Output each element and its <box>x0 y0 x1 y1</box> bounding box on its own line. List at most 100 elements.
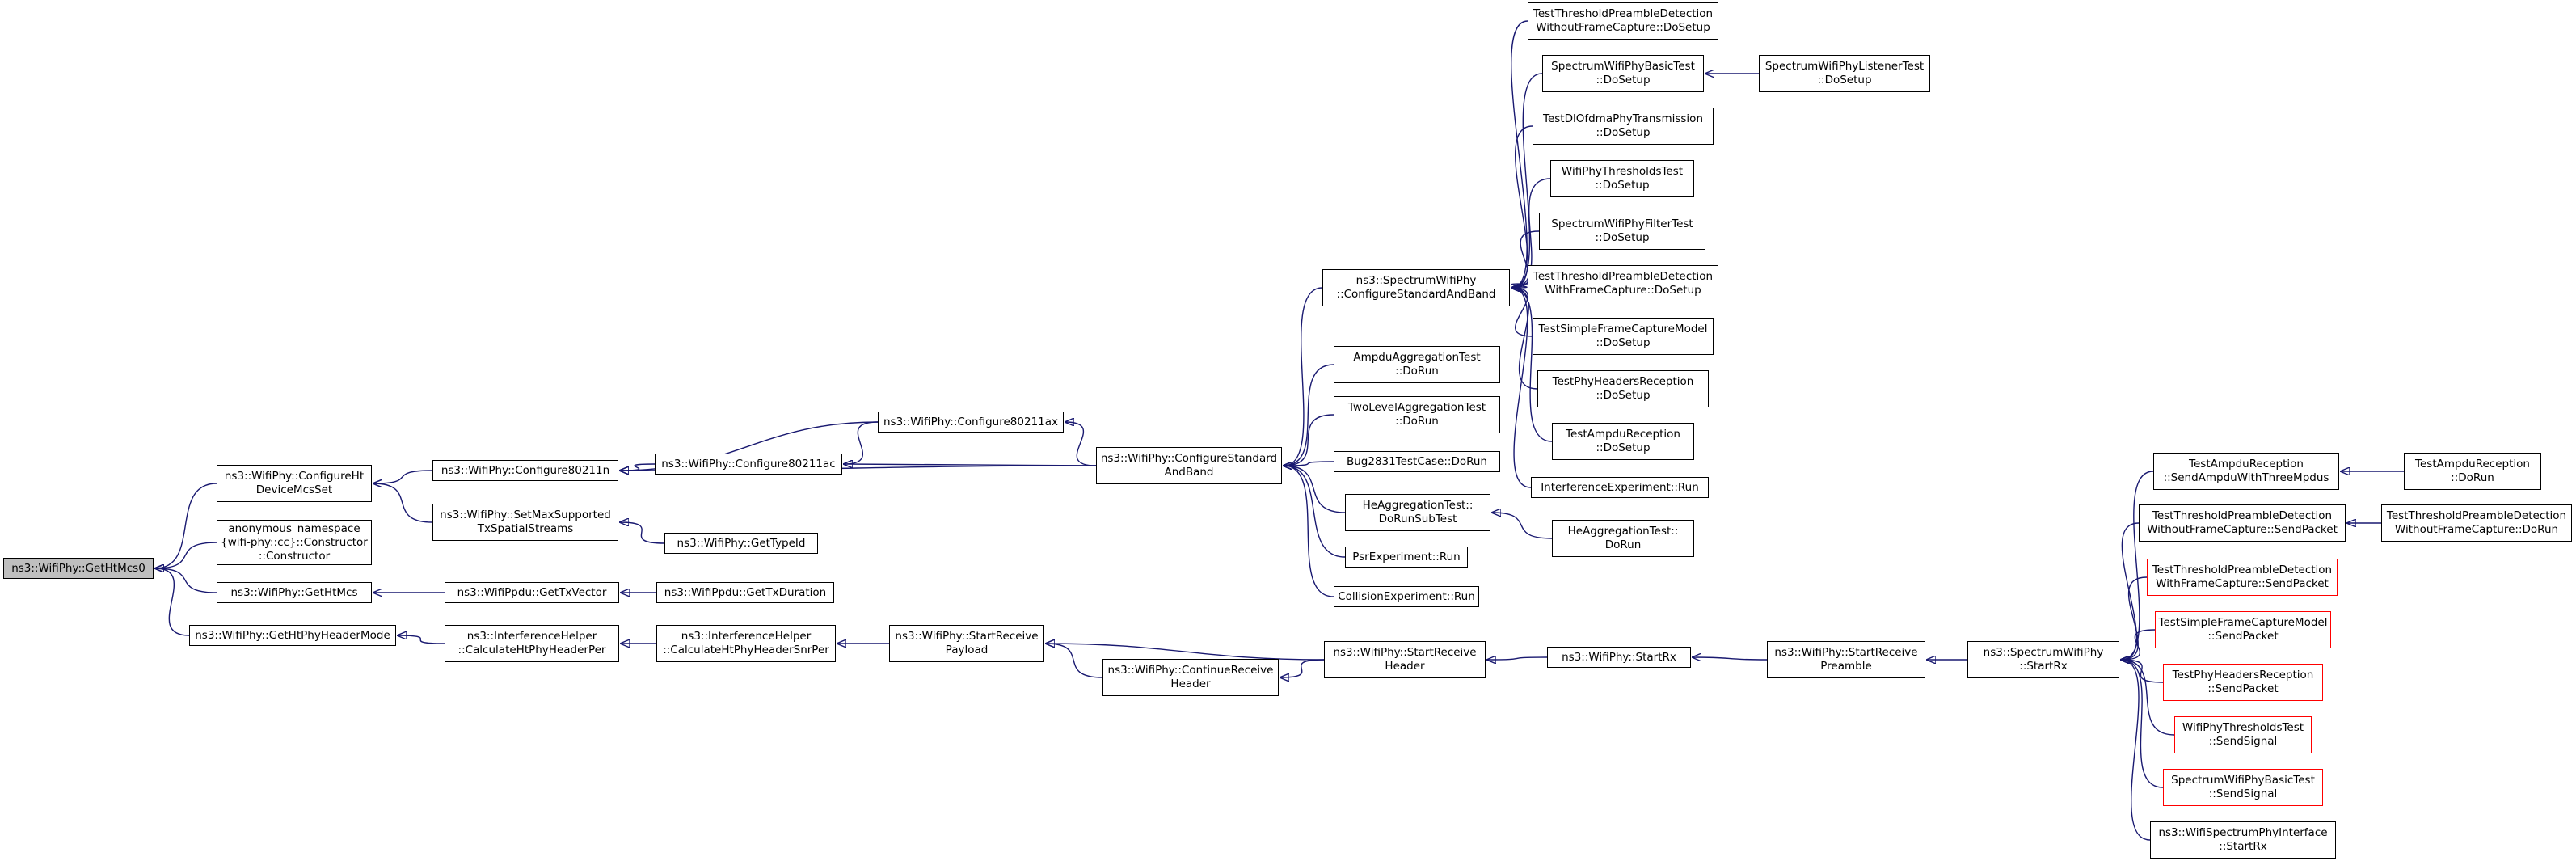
node-label-line: ns3::WifiPhy::ConfigureStandard <box>1100 452 1278 465</box>
graph-node-n7[interactable]: ns3::WifiPpdu::GetTxVector <box>445 582 619 603</box>
node-label-line: ns3::WifiPhy::Configure80211ax <box>883 415 1059 428</box>
edge-n44-to-n39 <box>2121 660 2164 683</box>
graph-node-n29[interactable]: SpectrumWifiPhyFilterTest::DoSetup <box>1539 213 1705 250</box>
graph-node-n20[interactable]: Bug2831TestCase::DoRun <box>1334 451 1500 472</box>
edge-n15-to-n14 <box>1046 644 1103 678</box>
graph-node-n17[interactable]: ns3::SpectrumWifiPhy::ConfigureStandardA… <box>1322 269 1510 306</box>
edge-n45-to-n39 <box>2121 660 2175 736</box>
node-label-line: ::DoSetup <box>1596 441 1651 454</box>
edge-n21-to-n16 <box>1284 466 1346 513</box>
graph-node-n2[interactable]: anonymous_namespace{wifi-phy::cc}::Const… <box>217 520 372 565</box>
graph-node-n47[interactable]: ns3::WifiSpectrumPhyInterface::StartRx <box>2150 821 2336 859</box>
edge-n25-to-n17 <box>1511 20 1528 288</box>
graph-node-n48[interactable]: TestAmpduReception::DoRun <box>2404 453 2541 490</box>
edge-n23-to-n16 <box>1284 466 1334 597</box>
graph-node-n5[interactable]: ns3::WifiPhy::Configure80211n <box>432 460 618 481</box>
edge-n31-to-n17 <box>1511 288 1533 337</box>
node-label-line: Payload <box>945 644 989 656</box>
graph-node-n11[interactable]: ns3::WifiPpdu::GetTxDuration <box>656 582 834 603</box>
edge-n33-to-n17 <box>1511 288 1553 442</box>
graph-node-n44[interactable]: TestPhyHeadersReception::SendPacket <box>2163 664 2323 701</box>
graph-node-n35[interactable]: HeAggregationTest::DoRun <box>1552 520 1694 557</box>
edge-n38-to-n36 <box>1693 657 1768 660</box>
edge-n8-to-n4 <box>398 635 445 644</box>
node-label-line: ::CalculateHtPhyHeaderSnrPer <box>663 644 829 656</box>
graph-node-n28[interactable]: WifiPhyThresholdsTest::DoSetup <box>1550 160 1694 197</box>
node-label-line: ::DoRun <box>1395 415 1439 428</box>
node-label-line: PsrExperiment::Run <box>1352 550 1461 563</box>
node-label-line: TxSpatialStreams <box>477 522 574 535</box>
node-label-line: ns3::WifiPhy::GetHtPhyHeaderMode <box>195 628 390 642</box>
node-label-line: WifiPhyThresholdsTest <box>2182 721 2304 734</box>
node-label-line: WithFrameCapture::SendPacket <box>2156 577 2329 590</box>
graph-node-n36[interactable]: ns3::WifiPhy::StartRx <box>1547 647 1691 668</box>
graph-node-n10[interactable]: ns3::WifiPhy::GetTypeId <box>664 533 818 554</box>
node-label-line: ::StartRx <box>2019 660 2068 673</box>
graph-node-n26[interactable]: SpectrumWifiPhyBasicTest::DoSetup <box>1542 55 1704 92</box>
node-label-line: ::DoRun <box>1395 365 1439 378</box>
graph-node-n3[interactable]: ns3::WifiPhy::GetHtMcs <box>217 582 372 603</box>
graph-node-n31[interactable]: TestSimpleFrameCaptureModel::DoSetup <box>1533 318 1714 355</box>
graph-node-n23[interactable]: CollisionExperiment::Run <box>1334 586 1479 607</box>
graph-node-n37[interactable]: SpectrumWifiPhyListenerTest::DoSetup <box>1759 55 1930 92</box>
node-label-line: TestPhyHeadersReception <box>2172 669 2314 682</box>
node-label-line: ::CalculateHtPhyHeaderPer <box>457 644 606 656</box>
node-label-line: ns3::WifiPhy::StartReceive <box>1333 646 1477 659</box>
node-label-line: SpectrumWifiPhyBasicTest <box>1551 60 1695 73</box>
edge-n24-to-n14 <box>1046 644 1325 661</box>
graph-node-n18[interactable]: AmpduAggregationTest::DoRun <box>1334 346 1500 383</box>
edge-n26-to-n17 <box>1511 73 1543 288</box>
graph-node-n4[interactable]: ns3::WifiPhy::GetHtPhyHeaderMode <box>189 625 396 646</box>
edge-n27-to-n17 <box>1511 125 1533 288</box>
node-label-line: Header <box>1170 677 1211 690</box>
edge-n17-to-n16 <box>1284 287 1323 466</box>
graph-node-n27[interactable]: TestDlOfdmaPhyTransmission::DoSetup <box>1533 108 1714 145</box>
edge-n43-to-n39 <box>2121 629 2156 660</box>
graph-node-n12[interactable]: ns3::InterferenceHelper::CalculateHtPhyH… <box>656 625 836 662</box>
node-label-line: ns3::InterferenceHelper <box>681 630 812 643</box>
node-label-line: DoRunSubTest <box>1378 513 1457 525</box>
edge-n16-to-n13 <box>1065 422 1097 466</box>
graph-node-n22[interactable]: PsrExperiment::Run <box>1345 547 1468 568</box>
edge-n35-to-n21 <box>1492 513 1553 539</box>
graph-node-n43[interactable]: TestSimpleFrameCaptureModel::SendPacket <box>2155 611 2331 648</box>
node-label-line: ns3::WifiPhy::StartReceive <box>1774 646 1918 659</box>
node-label-line: anonymous_namespace <box>228 521 360 535</box>
graph-node-n19[interactable]: TwoLevelAggregationTest::DoRun <box>1334 396 1500 433</box>
graph-node-n21[interactable]: HeAggregationTest::DoRunSubTest <box>1345 494 1490 531</box>
graph-node-n33[interactable]: TestAmpduReception::DoSetup <box>1552 423 1694 460</box>
graph-node-n40[interactable]: TestAmpduReception::SendAmpduWithThreeMp… <box>2153 453 2339 490</box>
node-label-line: Preamble <box>1820 660 1872 673</box>
node-label-line: ::SendPacket <box>2207 630 2279 643</box>
edge-n3-to-n0 <box>155 568 217 593</box>
node-label-line: ::ConfigureStandardAndBand <box>1336 288 1496 301</box>
graph-node-n9[interactable]: ns3::WifiPhy::Configure80211ac <box>655 454 842 475</box>
edge-n24-to-n15 <box>1280 659 1325 677</box>
graph-node-n34[interactable]: InterferenceExperiment::Run <box>1531 477 1709 498</box>
node-label-line: ns3::WifiPhy::StartReceive <box>895 630 1039 643</box>
node-label-line: ns3::WifiPhy::Configure80211n <box>441 463 610 477</box>
graph-node-n46[interactable]: SpectrumWifiPhyBasicTest::SendSignal <box>2163 769 2323 806</box>
node-label-line: DoRun <box>1604 538 1642 551</box>
graph-node-n39[interactable]: ns3::SpectrumWifiPhy::StartRx <box>1967 641 2119 678</box>
node-label-line: ns3::WifiPhy::Configure80211ac <box>661 457 836 471</box>
node-label-line: ::SendSignal <box>2208 735 2278 748</box>
graph-node-n8[interactable]: ns3::InterferenceHelper::CalculateHtPhyH… <box>445 625 619 662</box>
graph-node-n45[interactable]: WifiPhyThresholdsTest::SendSignal <box>2174 716 2312 753</box>
node-label-line: TestThresholdPreambleDetection <box>2386 509 2567 522</box>
graph-node-n32[interactable]: TestPhyHeadersReception::DoSetup <box>1537 370 1709 407</box>
node-label-line: ::DoSetup <box>1595 231 1650 244</box>
graph-node-n13[interactable]: ns3::WifiPhy::Configure80211ax <box>878 412 1064 433</box>
